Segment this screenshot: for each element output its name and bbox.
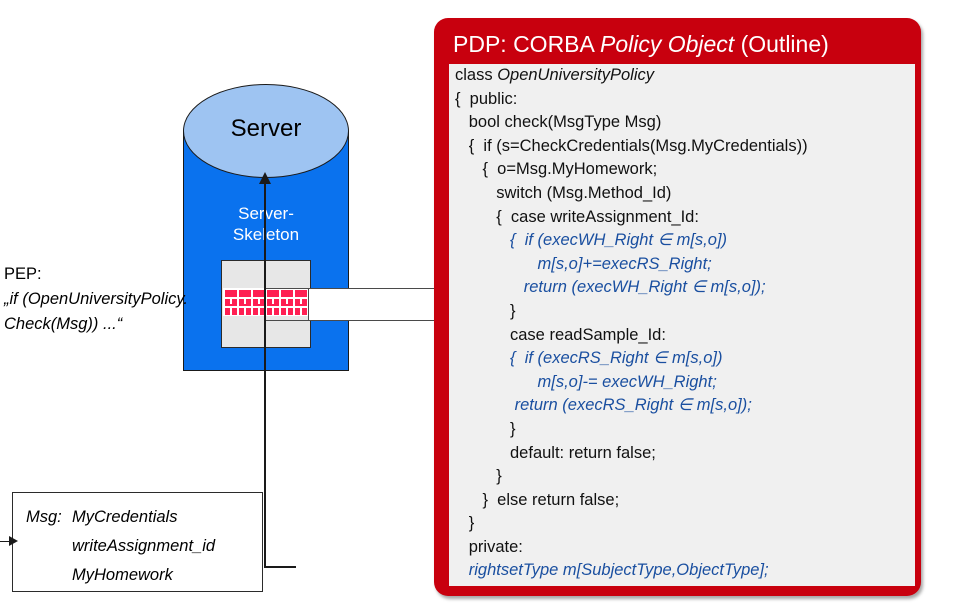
code-line-2: bool check(MsgType Msg) <box>455 113 662 132</box>
code-line-14: return (execRS_Right ∈ m[s,o]); <box>455 396 752 415</box>
msg-row-0: Msg: MyCredentials <box>26 503 266 532</box>
pdp-title-part2: Policy Object <box>599 31 735 57</box>
code-line-22: } <box>449 583 915 586</box>
code-line-5: switch (Msg.Method_Id) <box>455 183 672 202</box>
arrow-up-icon <box>259 172 271 184</box>
pep-code-line1: „if (OpenUniversityPolicy. <box>4 290 188 308</box>
code-line-0: class OpenUniversityPolicy <box>449 64 915 88</box>
code-line-11: case readSample_Id: <box>455 325 666 344</box>
policy-code-block: class OpenUniversityPolicy{ public: bool… <box>449 64 915 586</box>
arrow-right-icon <box>9 536 18 546</box>
msg-row-2: MyHomework <box>26 561 266 590</box>
message-flow-elbow <box>264 566 296 568</box>
code-line-15: } <box>455 419 516 438</box>
code-line-0-italic: OpenUniversityPolicy <box>497 66 654 84</box>
code-line-13: m[s,o]-= execWH_Right; <box>455 372 717 391</box>
code-line-19: } <box>455 514 475 533</box>
brick-row-offset-2 <box>223 308 309 315</box>
code-line-21: rightsetType m[SubjectType,ObjectType]; <box>455 561 769 580</box>
code-line-4: { o=Msg.MyHomework; <box>455 160 658 179</box>
msg-field-2: MyHomework <box>72 566 173 584</box>
server-cylinder-top <box>183 84 349 178</box>
server-label: Server <box>230 115 302 142</box>
msg-label: Msg: <box>26 508 62 526</box>
msg-box <box>12 492 263 592</box>
server-skeleton-label-line2: Skeleton <box>232 225 300 244</box>
code-line-0-text: class <box>455 66 498 84</box>
message-flow-line <box>264 178 266 568</box>
msg-box-content: Msg: MyCredentials writeAssignment_id MyH… <box>26 503 266 590</box>
code-line-7: { if (execWH_Right ∈ m[s,o]) <box>455 231 728 250</box>
code-line-10: } <box>455 301 516 320</box>
code-line-18: } else return false; <box>455 490 620 509</box>
pep-code-line2: Check(Msg)) ...“ <box>4 315 123 333</box>
pdp-title-part3: (Outline) <box>734 31 829 57</box>
brick-row-offset-1 <box>223 297 309 304</box>
msg-inbound-line <box>0 541 14 543</box>
code-line-20: private: <box>455 537 523 556</box>
msg-row-1: writeAssignment_id <box>26 532 266 561</box>
msg-field-0: MyCredentials <box>72 508 178 526</box>
code-line-9: return (execWH_Right ∈ m[s,o]); <box>455 278 766 297</box>
code-line-17: } <box>455 467 502 486</box>
code-line-16: default: return false; <box>455 443 656 462</box>
pdp-title-part1: PDP: CORBA <box>453 31 600 57</box>
code-line-12: { if (execRS_Right ∈ m[s,o]) <box>455 349 723 368</box>
code-line-3: { if (s=CheckCredentials(Msg.MyCredentia… <box>455 136 808 155</box>
server-skeleton-label-line1: Server- <box>238 204 294 223</box>
pep-title: PEP: <box>4 265 42 283</box>
msg-field-1: writeAssignment_id <box>72 537 216 555</box>
server-skeleton-label: Server- Skeleton <box>183 203 349 245</box>
pep-annotation: PEP: „if (OpenUniversityPolicy. Check(Ms… <box>4 262 219 337</box>
pdp-panel-title: PDP: CORBA Policy Object (Outline) <box>453 31 913 58</box>
firewall-brick-icon <box>223 288 309 316</box>
code-line-8: m[s,o]+=execRS_Right; <box>455 254 712 273</box>
code-line-1: { public: <box>455 89 518 108</box>
code-line-6: { case writeAssignment_Id: <box>455 207 699 226</box>
